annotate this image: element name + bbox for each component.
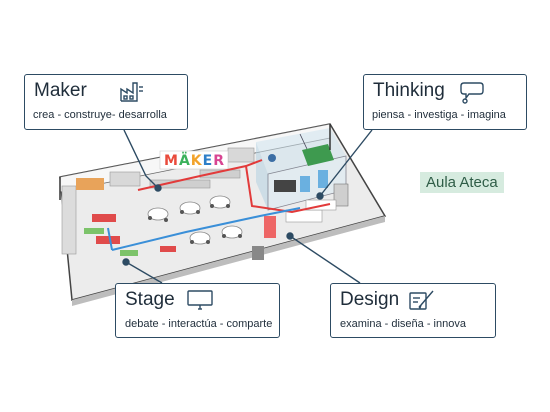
round-tables <box>147 195 243 245</box>
wall-sign-letter: R <box>213 153 225 169</box>
sofa <box>96 236 120 244</box>
thinking-zone-card: Thinking piensa - investiga - imagina <box>363 74 527 130</box>
stage-zone-card: Stage debate - interactúa - comparte <box>115 283 280 338</box>
connector-maker <box>123 129 159 189</box>
design-zone-card: Design examina - diseña - innova <box>330 283 496 338</box>
wall-sign-letter: Ä <box>179 152 191 169</box>
left-shelves <box>61 185 77 255</box>
shelf-block <box>76 178 104 190</box>
design-cabinet <box>264 216 276 238</box>
route-blue <box>107 227 113 251</box>
route-red <box>245 165 331 214</box>
factory-icon <box>120 82 143 102</box>
shelf-unit <box>227 147 255 163</box>
route-blue <box>111 207 301 251</box>
connector-design <box>289 235 361 284</box>
shelf-unit <box>109 171 141 187</box>
maker-zone-card: Maker crea - construye- desarrolla <box>24 74 188 130</box>
connector-thinking <box>319 129 373 197</box>
stage-title: Stage <box>125 289 175 310</box>
bench <box>120 250 138 256</box>
stage-subtitle: debate - interactúa - comparte <box>125 318 273 330</box>
door <box>252 246 264 260</box>
maker-wall-sign: MÄKER <box>159 150 229 170</box>
sofa <box>92 214 116 222</box>
wall-sign-letter: E <box>203 153 214 169</box>
maker-subtitle: crea - construye- desarrolla <box>33 109 167 121</box>
design-screen <box>333 183 349 207</box>
wall-sign-letter: K <box>191 153 203 169</box>
connectors <box>122 129 373 284</box>
wall-sign-text: MÄKER <box>164 152 225 169</box>
maker-title: Maker <box>34 80 87 101</box>
screen-icon <box>187 290 213 310</box>
thinking-subtitle: piensa - investiga - imagina <box>372 109 506 121</box>
route-red <box>137 159 263 191</box>
room-name-badge: Aula Ateca <box>420 172 504 193</box>
thought-bubble-icon <box>460 82 484 104</box>
workbench <box>199 169 241 179</box>
thinking-title: Thinking <box>373 80 445 101</box>
bench <box>84 228 104 234</box>
design-subtitle: examina - diseña - innova <box>340 318 466 330</box>
design-title: Design <box>340 289 400 310</box>
pencil-document-icon <box>409 290 434 310</box>
bench <box>160 246 176 252</box>
wall-sign-letter: M <box>164 153 179 169</box>
connector-stage <box>125 261 163 284</box>
